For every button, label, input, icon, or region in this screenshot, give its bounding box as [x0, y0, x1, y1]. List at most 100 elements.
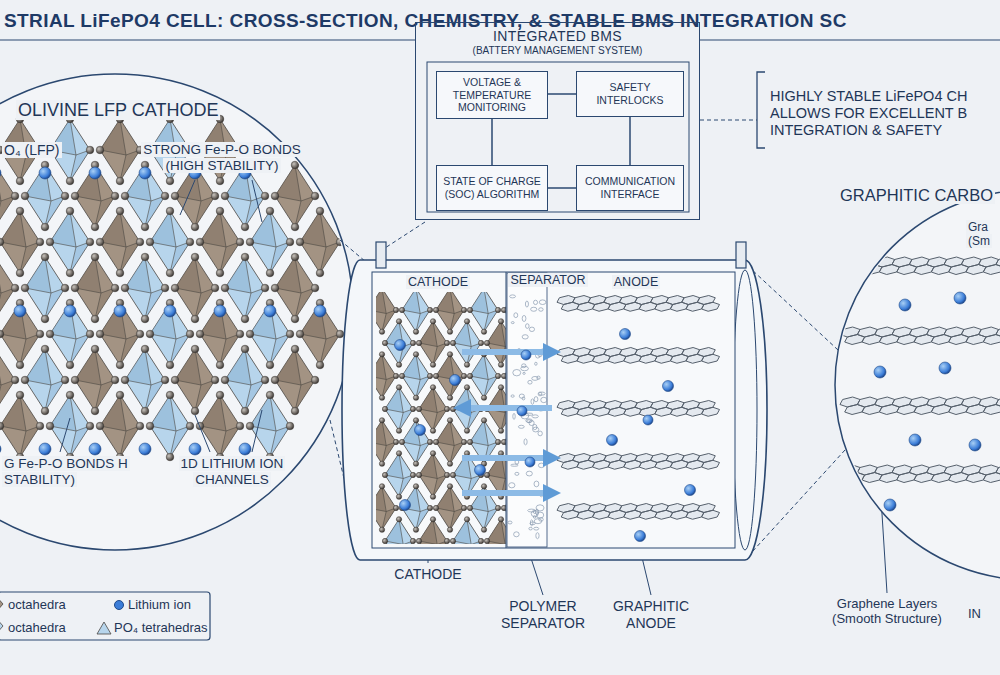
illustration-part	[416, 292, 420, 314]
illustration-part	[236, 238, 244, 246]
illustration-part	[835, 397, 1000, 415]
illustration-part	[535, 362, 537, 365]
illustration-part	[0, 167, 1, 179]
illustration-part	[86, 238, 94, 246]
illustration-part	[526, 324, 530, 329]
illustration-part	[186, 238, 194, 246]
illustration-part	[21, 376, 29, 384]
illustration-part	[436, 420, 464, 463]
label-text: G Fe-P-O BONDS H STABILITY)	[2, 456, 130, 487]
illustration-part	[410, 472, 415, 477]
illustration-part	[86, 146, 94, 154]
part-label: HIGHLY STABLE LiFePO4 CH ALLOWS FOR EXCE…	[768, 88, 996, 139]
illustration-part	[396, 517, 401, 522]
illustration-part	[214, 305, 226, 317]
illustration-part	[100, 211, 140, 273]
legend-sample	[97, 622, 111, 634]
illustration-part	[0, 257, 1, 293]
illustration-part	[396, 362, 401, 367]
illustration-part	[16, 207, 24, 215]
legend-swatch	[114, 600, 124, 610]
illustration-part	[467, 439, 472, 444]
illustration-part	[484, 420, 488, 445]
illustration-part	[161, 192, 169, 200]
illustration-part	[663, 381, 674, 392]
illustration-part	[241, 223, 249, 231]
illustration-part	[461, 439, 466, 444]
illustration-part	[402, 354, 430, 397]
illustration-part	[501, 307, 506, 312]
illustration-part	[396, 319, 401, 324]
illustration-part	[450, 486, 454, 511]
illustration-part	[295, 165, 301, 201]
illustration-part	[444, 538, 449, 543]
illustration-part	[385, 519, 413, 544]
illustration-part	[20, 395, 26, 431]
illustration-part	[464, 517, 469, 522]
illustration-part	[501, 439, 506, 444]
illustration-part	[286, 330, 294, 338]
illustration-part	[430, 319, 435, 324]
illustration-part	[139, 167, 151, 179]
function-box: VOLTAGE & TEMPERATURE MONITORING	[436, 71, 548, 119]
illustration-part	[419, 453, 447, 496]
illustration-part	[120, 211, 126, 247]
illustration-part	[620, 329, 631, 340]
illustration-part	[416, 472, 421, 477]
illustration-part	[0, 395, 40, 457]
illustration-part	[225, 165, 265, 227]
illustration-part	[498, 517, 503, 522]
illustration-part	[522, 364, 526, 368]
illustration-part	[522, 335, 528, 339]
illustration-part	[166, 453, 174, 461]
illustration-part	[410, 538, 415, 543]
illustration-part	[300, 303, 340, 365]
illustration-part	[382, 340, 387, 345]
illustration-part	[145, 257, 151, 293]
illustration-part	[286, 238, 294, 246]
illustration-part	[21, 192, 29, 200]
illustration-part	[0, 349, 1, 385]
illustration-part	[245, 349, 251, 385]
illustration-part	[534, 481, 539, 487]
illustration-part	[186, 330, 194, 338]
part-label: 1D LITHIUM ION CHANNELS	[168, 456, 296, 488]
illustration-part	[508, 521, 512, 524]
illustration-part	[70, 119, 76, 155]
illustration-part	[211, 284, 219, 292]
illustration-part	[41, 345, 49, 353]
illustration-part	[95, 349, 101, 385]
illustration-part	[531, 307, 537, 311]
illustration-part	[413, 484, 418, 489]
illustration-part	[954, 292, 966, 304]
illustration-part	[266, 207, 274, 215]
illustration-part	[481, 484, 486, 489]
illustration-part	[532, 376, 538, 380]
illustration-part	[526, 471, 532, 476]
illustration-part	[372, 272, 735, 548]
illustration-part	[450, 420, 454, 445]
illustration-part	[529, 527, 532, 530]
illustration-part	[533, 427, 539, 432]
illustration-part	[245, 257, 251, 293]
illustration-part	[498, 385, 503, 390]
illustration-part	[221, 376, 229, 384]
connector-line	[491, 119, 493, 165]
illustration-part	[96, 146, 104, 154]
illustration-part	[541, 397, 547, 402]
illustration-part	[225, 349, 265, 411]
illustration-part	[171, 192, 179, 200]
illustration-part	[884, 499, 896, 511]
illustration-part	[125, 349, 165, 411]
illustration-part	[419, 321, 447, 364]
illustration-part	[525, 457, 535, 467]
illustration-part	[311, 192, 319, 200]
illustration-part	[393, 373, 398, 378]
illustration-part	[444, 472, 449, 477]
illustration-part	[295, 257, 301, 293]
box-heading: STATE OF CHARGE (SOC) ALGORITHM	[441, 175, 543, 200]
box-heading: VOLTAGE & TEMPERATURE MONITORING	[441, 76, 543, 114]
illustration-part	[467, 519, 471, 544]
illustration-part	[427, 505, 432, 510]
illustration-part	[196, 238, 204, 246]
